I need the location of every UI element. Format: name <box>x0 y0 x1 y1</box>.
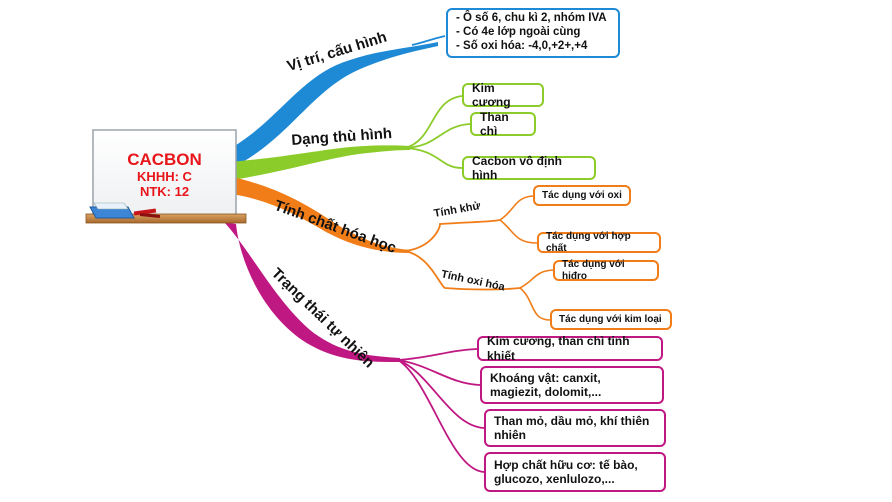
oxidizing-metal: Tác dụng với kim loại <box>550 309 672 330</box>
natural-pure: Kim cương, than chì tinh khiết <box>477 334 663 363</box>
position-line-1: - Ô số 6, chu kì 2, nhóm IVA <box>456 12 607 25</box>
allotrope-graphite: Than chì <box>470 110 536 138</box>
natural-organic: Hợp chất hữu cơ: tế bào, glucozo, xenlul… <box>484 452 666 492</box>
natural-minerals: Khoáng vật: canxit, magiezit, dolomit,..… <box>480 366 664 404</box>
reducing-oxygen: Tác dụng với oxi <box>533 185 631 206</box>
position-line-3: - Số oxi hóa: -4,0,+2+,+4 <box>456 39 588 52</box>
branch-magenta <box>224 222 400 362</box>
natural-fossil: Than mỏ, dầu mỏ, khí thiên nhiên <box>484 409 666 447</box>
reducing-compound: Tác dụng với hợp chất <box>537 231 661 254</box>
branch-blue <box>228 42 438 168</box>
position-info-box: - Ô số 6, chu kì 2, nhóm IVA - Có 4e lớp… <box>446 8 620 58</box>
allotrope-diamond: Kim cương <box>462 81 544 109</box>
center-formula: KHHH: C <box>137 169 192 184</box>
center-mass: NTK: 12 <box>139 184 190 199</box>
position-line-2: - Có 4e lớp ngoài cùng <box>456 26 581 39</box>
branch-orange <box>228 176 410 253</box>
allotrope-amorphous: Cacbon vô định hình <box>462 154 596 182</box>
branch-green <box>228 145 410 180</box>
whiteboard-icon <box>85 129 247 224</box>
center-title: CACBON <box>127 150 202 169</box>
oxidizing-hydrogen: Tác dụng với hiđro <box>553 259 659 282</box>
